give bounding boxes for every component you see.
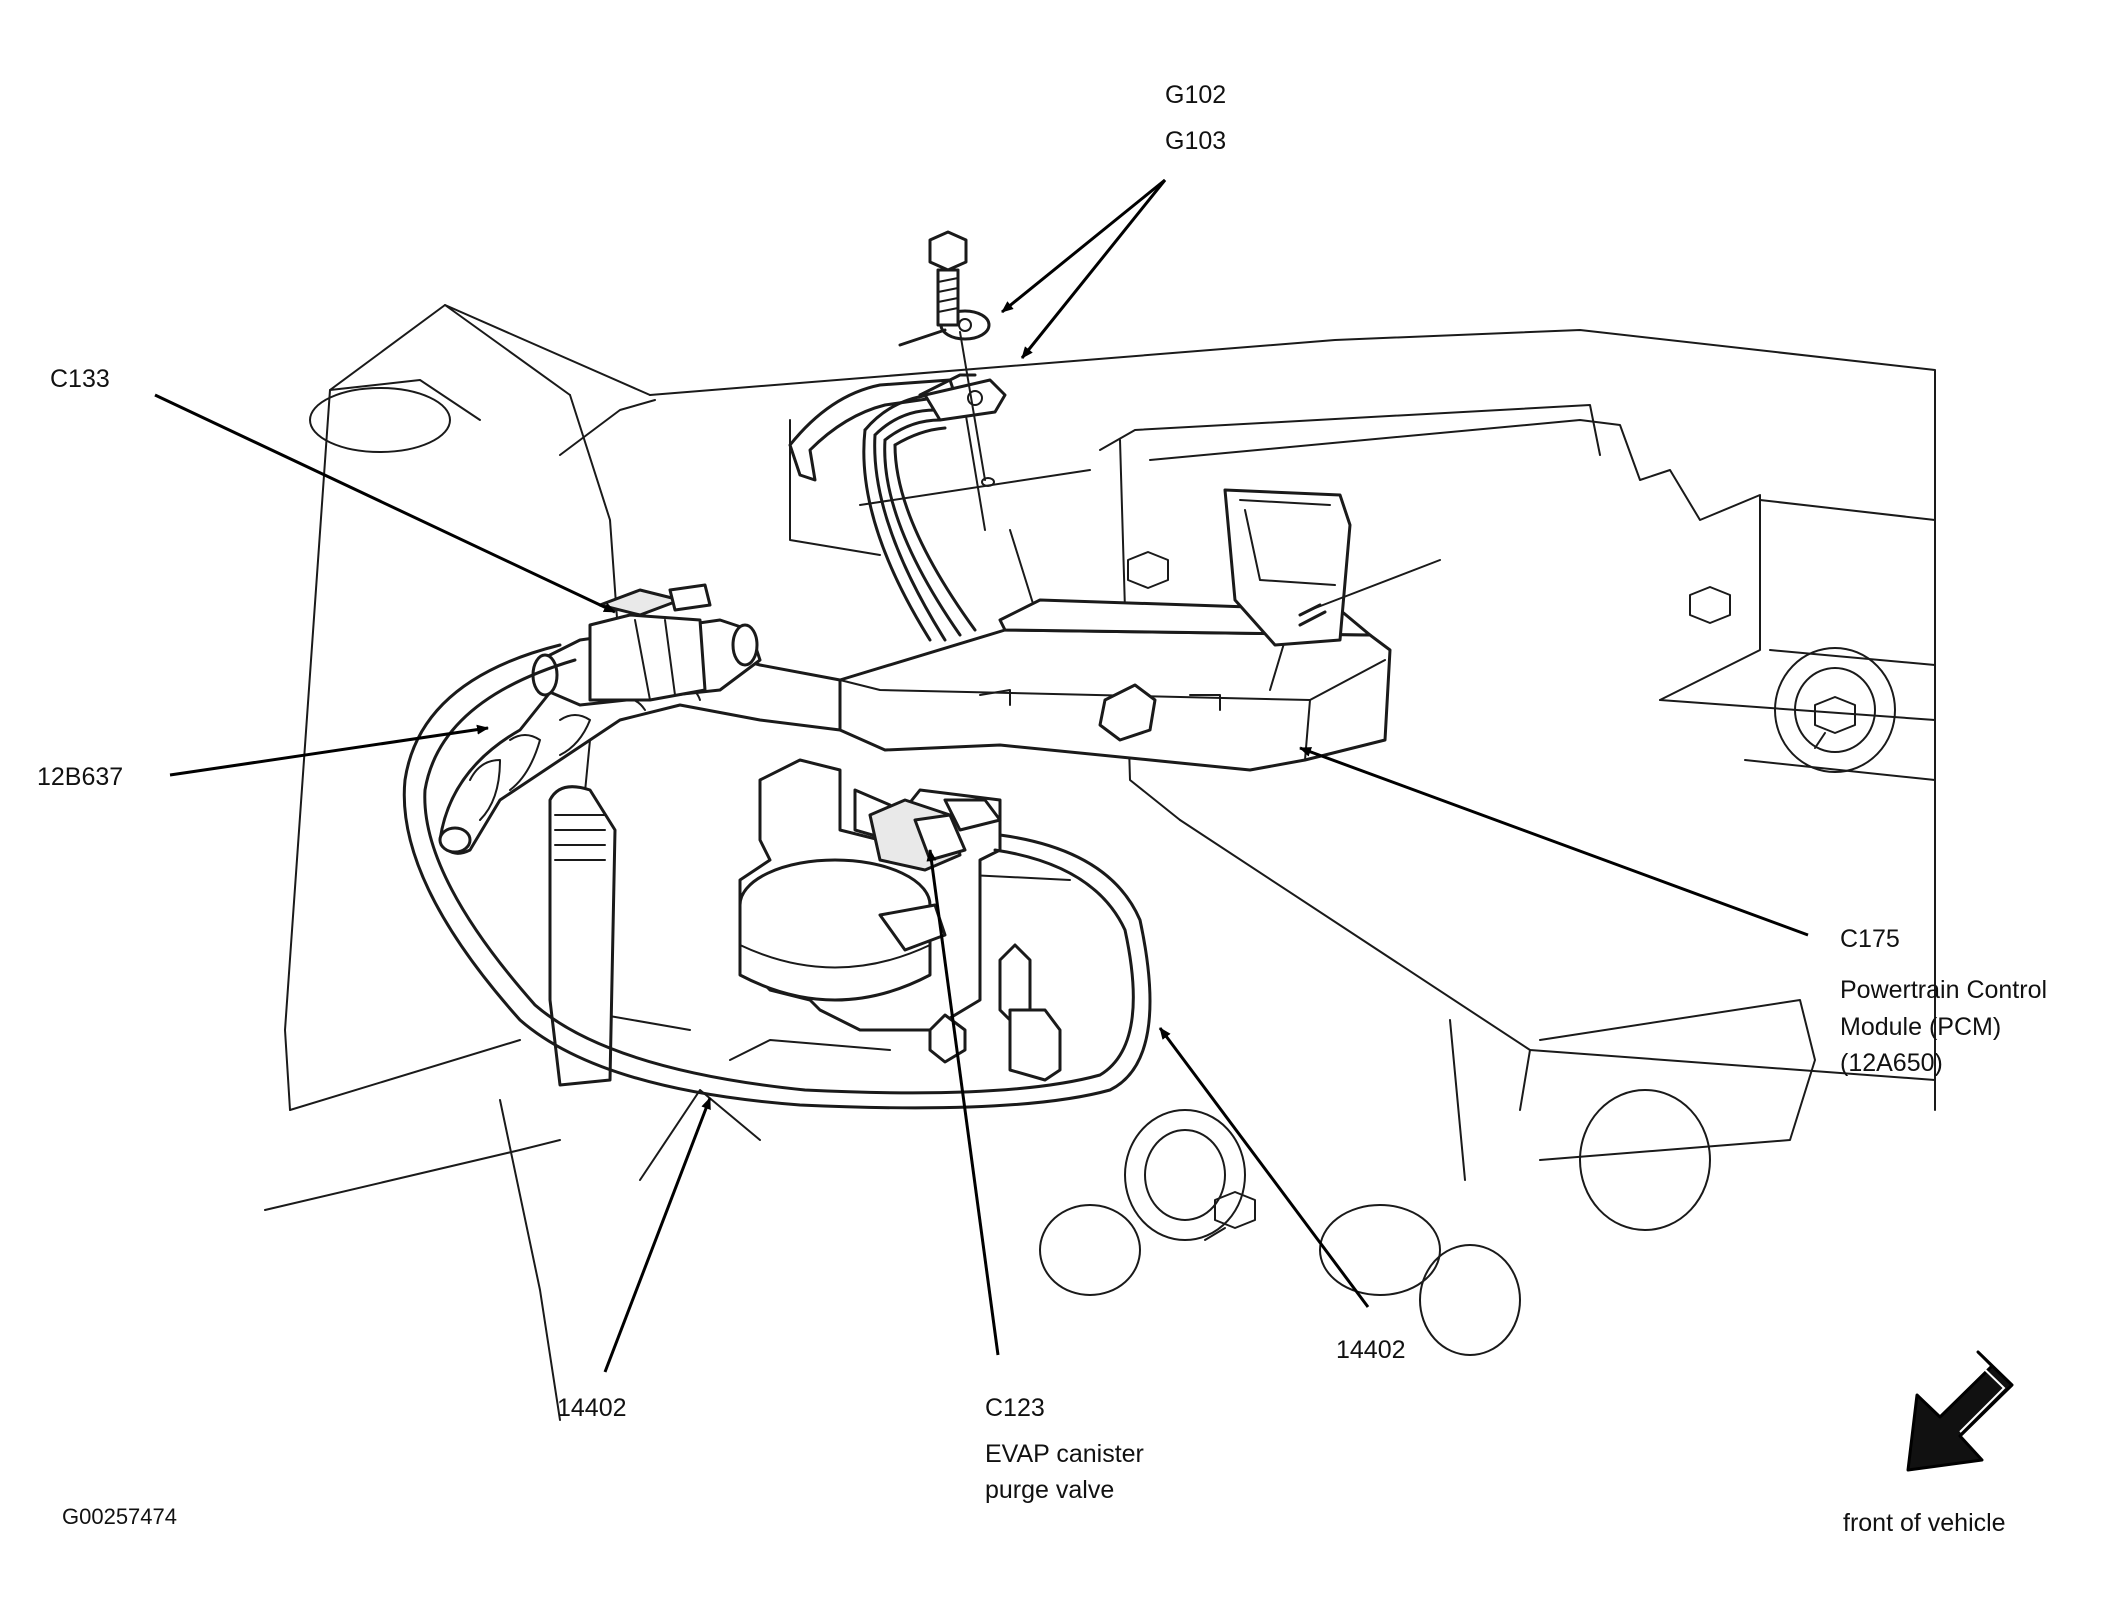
intake-hose xyxy=(548,785,617,1087)
callout-evap-line1: EVAP canister xyxy=(985,1440,1144,1468)
c123-connector xyxy=(868,798,1002,872)
callout-12b637: 12B637 xyxy=(37,763,124,791)
firewall-panel xyxy=(559,329,1936,1181)
callout-pcm-line3: (12A650) xyxy=(1840,1049,1943,1077)
callout-c133: C133 xyxy=(50,365,110,393)
front-of-vehicle-label: front of vehicle xyxy=(1843,1509,2006,1537)
callout-c175: C175 xyxy=(1840,925,1900,953)
callout-g102: G102 xyxy=(1165,81,1227,109)
callout-14402-left: 14402 xyxy=(557,1394,627,1422)
callout-14402-right: 14402 xyxy=(1336,1336,1406,1364)
callout-pcm-line1: Powertrain Control xyxy=(1840,976,2048,1004)
pcm-module xyxy=(1223,488,1441,647)
leader-lines xyxy=(154,178,1809,1373)
harness-14402-loop xyxy=(402,643,1152,1110)
callout-evap-line2: purge valve xyxy=(985,1476,1115,1504)
front-arrow-icon xyxy=(1906,1350,2014,1472)
callout-g103: G103 xyxy=(1165,127,1227,155)
mounting-holes xyxy=(309,387,1896,1356)
figure-id: G00257474 xyxy=(62,1504,177,1529)
c133-connector xyxy=(531,583,762,707)
ground-bolt xyxy=(928,230,968,327)
callout-pcm-line2: Module (PCM) xyxy=(1840,1013,2002,1041)
ground-wires xyxy=(788,309,1007,642)
callout-c123: C123 xyxy=(985,1394,1045,1422)
